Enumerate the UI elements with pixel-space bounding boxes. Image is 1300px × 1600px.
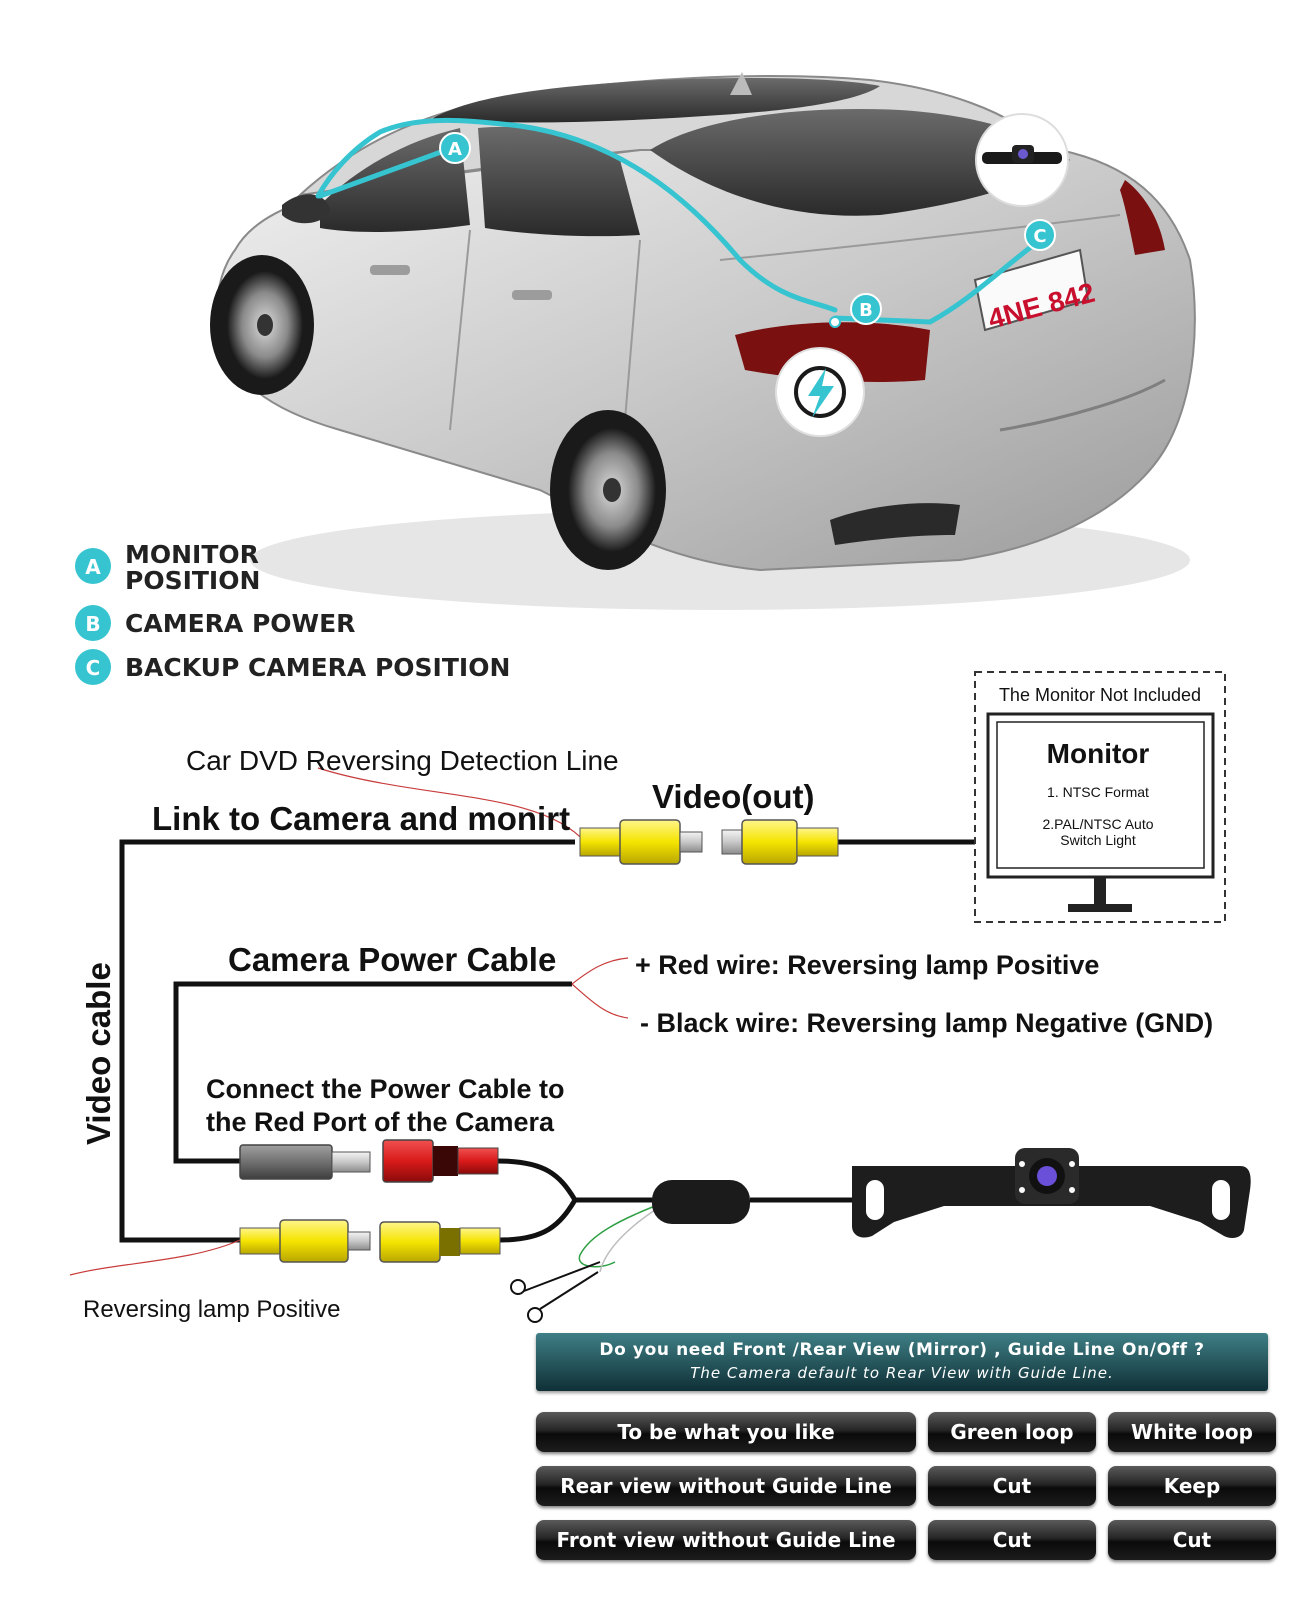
- connect-instruction-line1: Connect the Power Cable to: [206, 1074, 565, 1104]
- legend-item-b-letter: B: [85, 612, 100, 636]
- legend-item-b: B CAMERA POWER: [75, 605, 355, 641]
- callout-c-letter: C: [1033, 226, 1046, 247]
- legend-item-a-line1: MONITOR: [125, 540, 259, 569]
- front-wheel: [210, 255, 314, 395]
- legend-item-c-letter: C: [86, 656, 101, 680]
- video-out-plug: [579, 819, 703, 865]
- table-row-rear-view-white: Keep: [1108, 1466, 1276, 1506]
- legend-item-c: C BACKUP CAMERA POSITION: [75, 649, 510, 685]
- legend: A MONITOR POSITION B CAMERA POWER C BACK…: [75, 540, 510, 685]
- callout-c: C: [1024, 219, 1056, 251]
- rear-wheel: [550, 410, 666, 570]
- guide-question: Do you need Front /Rear View (Mirror) , …: [599, 1340, 1205, 1360]
- power-cable-label: Camera Power Cable: [228, 941, 556, 978]
- callout-a: A: [439, 132, 471, 164]
- callout-a-letter: A: [448, 139, 462, 160]
- table-row-front-view-green: Cut: [928, 1520, 1096, 1560]
- video-in-socket: [379, 1221, 501, 1263]
- monitor-item-2-line1: 2.PAL/NTSC Auto: [1042, 816, 1153, 832]
- legend-item-a-line2: POSITION: [125, 566, 260, 595]
- camera-bar: [852, 1148, 1251, 1238]
- guide-question-banner: Do you need Front /Rear View (Mirror) , …: [536, 1333, 1268, 1391]
- legend-item-a: A MONITOR POSITION: [75, 540, 260, 595]
- car-illustration: 4NE 842: [210, 72, 1196, 610]
- black-wire-label: - Black wire: Reversing lamp Negative (G…: [640, 1008, 1213, 1038]
- video-in-plug: [239, 1219, 371, 1263]
- connect-instruction-line2: the Red Port of the Camera: [206, 1107, 555, 1137]
- table-header-green-loop: Green loop: [928, 1412, 1096, 1452]
- dvd-line-label: Car DVD Reversing Detection Line: [186, 745, 619, 776]
- scissors-icon: [510, 1261, 601, 1323]
- monitor-box: The Monitor Not Included Monitor 1. NTSC…: [974, 671, 1226, 923]
- table-row-rear-view-green: Cut: [928, 1466, 1096, 1506]
- junction-box: [652, 1180, 750, 1224]
- monitor-item-2-line2: Switch Light: [1060, 832, 1136, 848]
- leader-lines: [69, 767, 629, 1276]
- cable-route: [315, 117, 1043, 328]
- monitor-title: Monitor: [1047, 738, 1150, 769]
- power-red-socket: [382, 1139, 499, 1183]
- wires: [119, 839, 975, 1243]
- link-camera-label: Link to Camera and monirt: [152, 800, 570, 837]
- legend-item-a-letter: A: [85, 555, 101, 579]
- table-header-white-loop: White loop: [1108, 1412, 1276, 1452]
- legend-item-c-line1: BACKUP CAMERA POSITION: [125, 653, 510, 682]
- monitor-item-1: 1. NTSC Format: [1047, 784, 1149, 800]
- table-row-front-view-white: Cut: [1108, 1520, 1276, 1560]
- callout-b-letter: B: [859, 300, 873, 321]
- video-cable-label: Video cable: [80, 962, 117, 1145]
- monitor-not-included: The Monitor Not Included: [999, 685, 1201, 705]
- guide-note: The Camera default to Rear View with Gui…: [690, 1364, 1114, 1382]
- red-wire-label: + Red wire: Reversing lamp Positive: [635, 950, 1099, 980]
- video-out-label: Video(out): [652, 778, 815, 815]
- callout-b: B: [850, 293, 882, 325]
- power-grey-plug: [239, 1144, 371, 1180]
- legend-item-b-line1: CAMERA POWER: [125, 609, 355, 638]
- table-row-front-view-label: Front view without Guide Line: [536, 1520, 916, 1560]
- camera-inset: [975, 113, 1069, 207]
- power-icon: [775, 347, 865, 437]
- video-out-socket: [721, 819, 839, 865]
- guide-loops: [578, 1205, 656, 1273]
- reversing-positive-label: Reversing lamp Positive: [83, 1296, 340, 1323]
- table-row-rear-view-label: Rear view without Guide Line: [536, 1466, 916, 1506]
- table-header-what-you-like: To be what you like: [536, 1412, 916, 1452]
